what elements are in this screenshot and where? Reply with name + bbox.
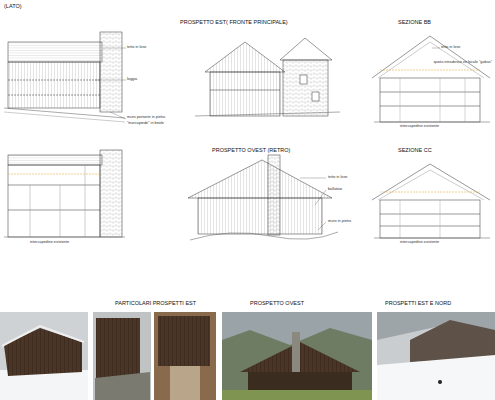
view-title: SEZIONE BB <box>398 19 431 25</box>
view-title: PROSPETTO OVEST (RETRO) <box>212 147 290 153</box>
material-note: muro portante in pietra <box>127 115 165 119</box>
view-title: SEZIONE CC <box>398 147 432 153</box>
line-drawings <box>4 32 490 240</box>
photo-caption: PROSPETTO OVEST <box>250 300 304 306</box>
photo-caption: PROSPETTI EST E NORD <box>385 300 451 306</box>
material-note: "marcapiede" in beole <box>127 121 164 125</box>
photos <box>0 312 495 400</box>
level-note: quota intradosso ex locale "gabas" <box>434 60 492 64</box>
material-note: ballatoio <box>328 187 342 191</box>
material-note: intercapedine esistente <box>400 240 439 244</box>
view-title: (LATO) <box>4 3 22 9</box>
material-note: tetto in lose <box>328 175 347 179</box>
photo-caption: PARTICOLARI PROSPETTI EST <box>115 300 196 306</box>
material-note: tetto in lose <box>441 45 460 49</box>
view-title: PROSPETTO EST( FRONTE PRINCIPALE) <box>180 19 288 25</box>
material-note: intercapedine esistente <box>30 240 69 244</box>
material-note: loggia <box>127 77 137 81</box>
material-note: tetto in lose <box>127 45 146 49</box>
material-note: intercapedine esistente <box>400 124 439 128</box>
material-note: muro in pietra <box>328 219 351 223</box>
